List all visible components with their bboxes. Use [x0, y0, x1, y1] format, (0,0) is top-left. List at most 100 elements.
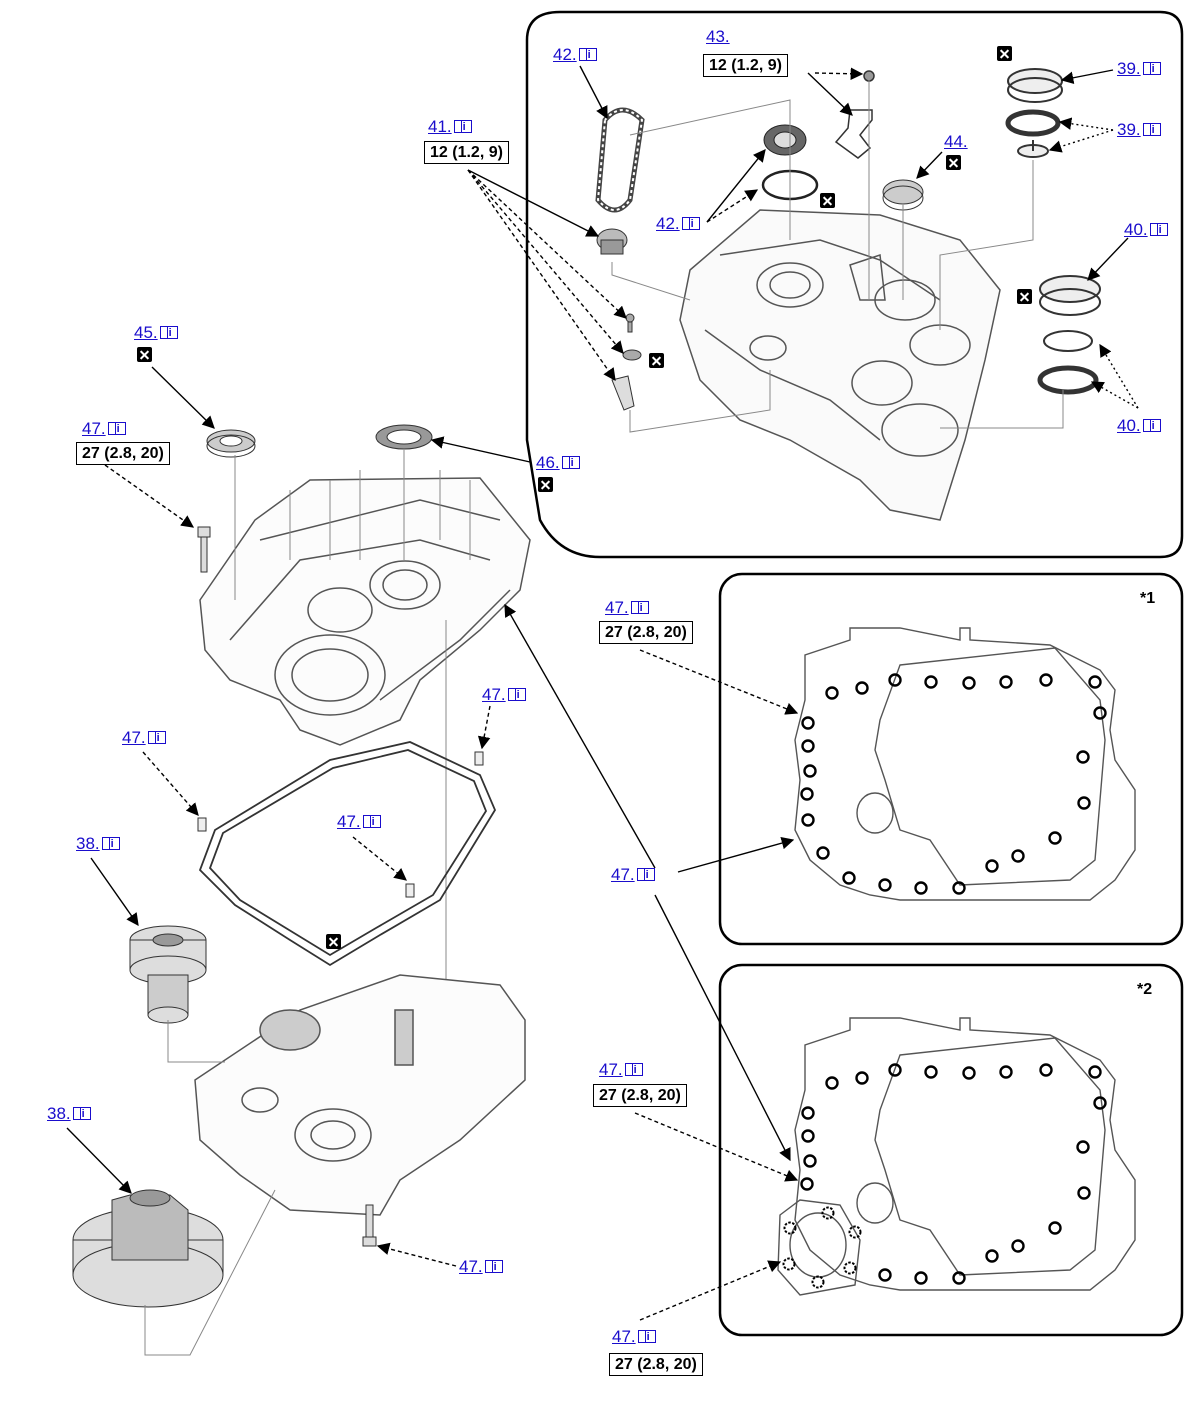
- ref-link-44[interactable]: 44.: [944, 133, 968, 151]
- ref-link-47-dowel-right[interactable]: 47.: [482, 686, 526, 704]
- ref-39-upper-text: 39.: [1117, 59, 1141, 78]
- manual-book-icon: [561, 454, 580, 472]
- ref-link-42-chain[interactable]: 42.: [553, 46, 597, 64]
- ref-44-text: 44.: [944, 132, 968, 151]
- ref-46-text: 46.: [536, 453, 560, 472]
- ref-41-text: 41.: [428, 117, 452, 136]
- ref-link-40-lower[interactable]: 40.: [1117, 417, 1161, 435]
- main-centerlines: [144, 1020, 276, 1356]
- bearing-race-parts: [1005, 68, 1101, 395]
- torque-spec-47-panel-2-b: 27 (2.8, 20): [609, 1353, 703, 1376]
- detail-panel-2-border: [718, 963, 1184, 1337]
- ref-38-upper-text: 38.: [76, 834, 100, 853]
- bracket-part: [834, 70, 875, 159]
- ref-link-38-upper[interactable]: 38.: [76, 835, 120, 853]
- drive-chain: [595, 107, 645, 213]
- ref-link-47-mid[interactable]: 47.: [611, 866, 655, 884]
- manual-book-icon: [1142, 60, 1161, 78]
- ref-42-seal-text: 42.: [656, 214, 680, 233]
- manual-book-icon: [578, 46, 597, 64]
- ref-link-43[interactable]: 43.: [706, 28, 730, 46]
- differential-gear-part: [72, 1189, 224, 1308]
- ref-link-47-dowel-left[interactable]: 47.: [122, 729, 166, 747]
- manual-book-icon: [637, 1328, 656, 1346]
- ref-47-panel-2-a-text: 47.: [599, 1060, 623, 1079]
- main-leader-lines: [66, 169, 795, 1267]
- seal-washers: [206, 424, 433, 458]
- bolt-part-bottom: [362, 1204, 377, 1247]
- counter-gear-part: [129, 925, 207, 1024]
- ref-link-39-upper[interactable]: 39.: [1117, 60, 1161, 78]
- manual-book-icon: [636, 866, 655, 884]
- ref-link-39-lower[interactable]: 39.: [1117, 121, 1161, 139]
- manual-book-icon: [362, 813, 381, 831]
- manual-book-icon: [624, 1061, 643, 1079]
- replace-part-icon: [1017, 289, 1032, 304]
- ref-link-41[interactable]: 41.: [428, 118, 472, 136]
- torque-spec-43: 12 (1.2, 9): [703, 54, 788, 77]
- ref-47-bottom-text: 47.: [459, 1257, 483, 1276]
- ref-47-panel-1-text: 47.: [605, 598, 629, 617]
- case-gasket: [198, 741, 497, 967]
- panel-1-label: *1: [1140, 590, 1156, 607]
- detail-panel-1-border: [718, 572, 1184, 946]
- bolt-holes-panel-2: [800, 1063, 1107, 1285]
- ref-38-lower-text: 38.: [47, 1104, 71, 1123]
- manual-book-icon: [1142, 121, 1161, 139]
- manual-book-icon: [107, 420, 126, 438]
- replace-part-icon: [946, 155, 961, 170]
- replace-part-icon: [326, 934, 341, 949]
- ref-link-42-seal[interactable]: 42.: [656, 215, 700, 233]
- manual-book-icon: [453, 118, 472, 136]
- manual-book-icon: [147, 729, 166, 747]
- ref-link-47-panel-2-a[interactable]: 47.: [599, 1061, 643, 1079]
- ref-47-dowel-center-text: 47.: [337, 812, 361, 831]
- torque-spec-47-panel-1: 27 (2.8, 20): [599, 621, 693, 644]
- transmission-case-cover: [199, 477, 531, 746]
- replace-part-icon: [820, 193, 835, 208]
- ref-43-text: 43.: [706, 27, 730, 46]
- ref-42-text: 42.: [553, 45, 577, 64]
- ref-link-47-dowel-center[interactable]: 47.: [337, 813, 381, 831]
- inset-leader-lines: [579, 65, 1139, 409]
- ref-39-lower-text: 39.: [1117, 120, 1141, 139]
- panel-2-leader-b: [639, 1260, 782, 1321]
- ref-40-upper-text: 40.: [1124, 220, 1148, 239]
- inset-centerlines: [611, 80, 1064, 433]
- manual-book-icon: [101, 835, 120, 853]
- manual-book-icon: [507, 686, 526, 704]
- panel-1-leader: [639, 649, 799, 715]
- ref-link-47-panel-1[interactable]: 47.: [605, 599, 649, 617]
- ref-link-47-panel-2-b[interactable]: 47.: [612, 1328, 656, 1346]
- transmission-case-upper: [679, 209, 1001, 521]
- ref-link-46[interactable]: 46.: [536, 454, 580, 472]
- ref-link-40-upper[interactable]: 40.: [1124, 221, 1168, 239]
- torque-spec-41: 12 (1.2, 9): [424, 141, 509, 164]
- ref-link-47-left-bolt[interactable]: 47.: [82, 420, 126, 438]
- ref-link-47-bottom-bolt[interactable]: 47.: [459, 1258, 503, 1276]
- ref-45-text: 45.: [134, 323, 158, 342]
- replace-part-icon: [997, 46, 1012, 61]
- transmission-housing-lower: [194, 974, 526, 1216]
- manual-book-icon: [630, 599, 649, 617]
- replace-part-icon: [137, 347, 152, 362]
- replace-part-icon: [538, 477, 553, 492]
- bolt-part-left: [197, 526, 211, 573]
- bolt-holes-panel-2-dashed: [782, 1206, 862, 1289]
- detail-panel-2-drawing: [777, 1017, 1136, 1296]
- ref-47-dowel-right-text: 47.: [482, 685, 506, 704]
- ref-link-45[interactable]: 45.: [134, 324, 178, 342]
- ref-47-left-text: 47.: [82, 419, 106, 438]
- manual-book-icon: [681, 215, 700, 233]
- panel-2-leader-a: [634, 1112, 799, 1182]
- panel-2-label: *2: [1137, 981, 1153, 998]
- ref-link-38-lower[interactable]: 38.: [47, 1105, 91, 1123]
- small-bolt-part: [611, 313, 642, 411]
- ref-40-lower-text: 40.: [1117, 416, 1141, 435]
- ref-47-mid-text: 47.: [611, 865, 635, 884]
- replace-part-icon: [649, 353, 664, 368]
- ref-47-panel-2-b-text: 47.: [612, 1327, 636, 1346]
- manual-book-icon: [159, 324, 178, 342]
- torque-spec-47-left: 27 (2.8, 20): [76, 442, 170, 465]
